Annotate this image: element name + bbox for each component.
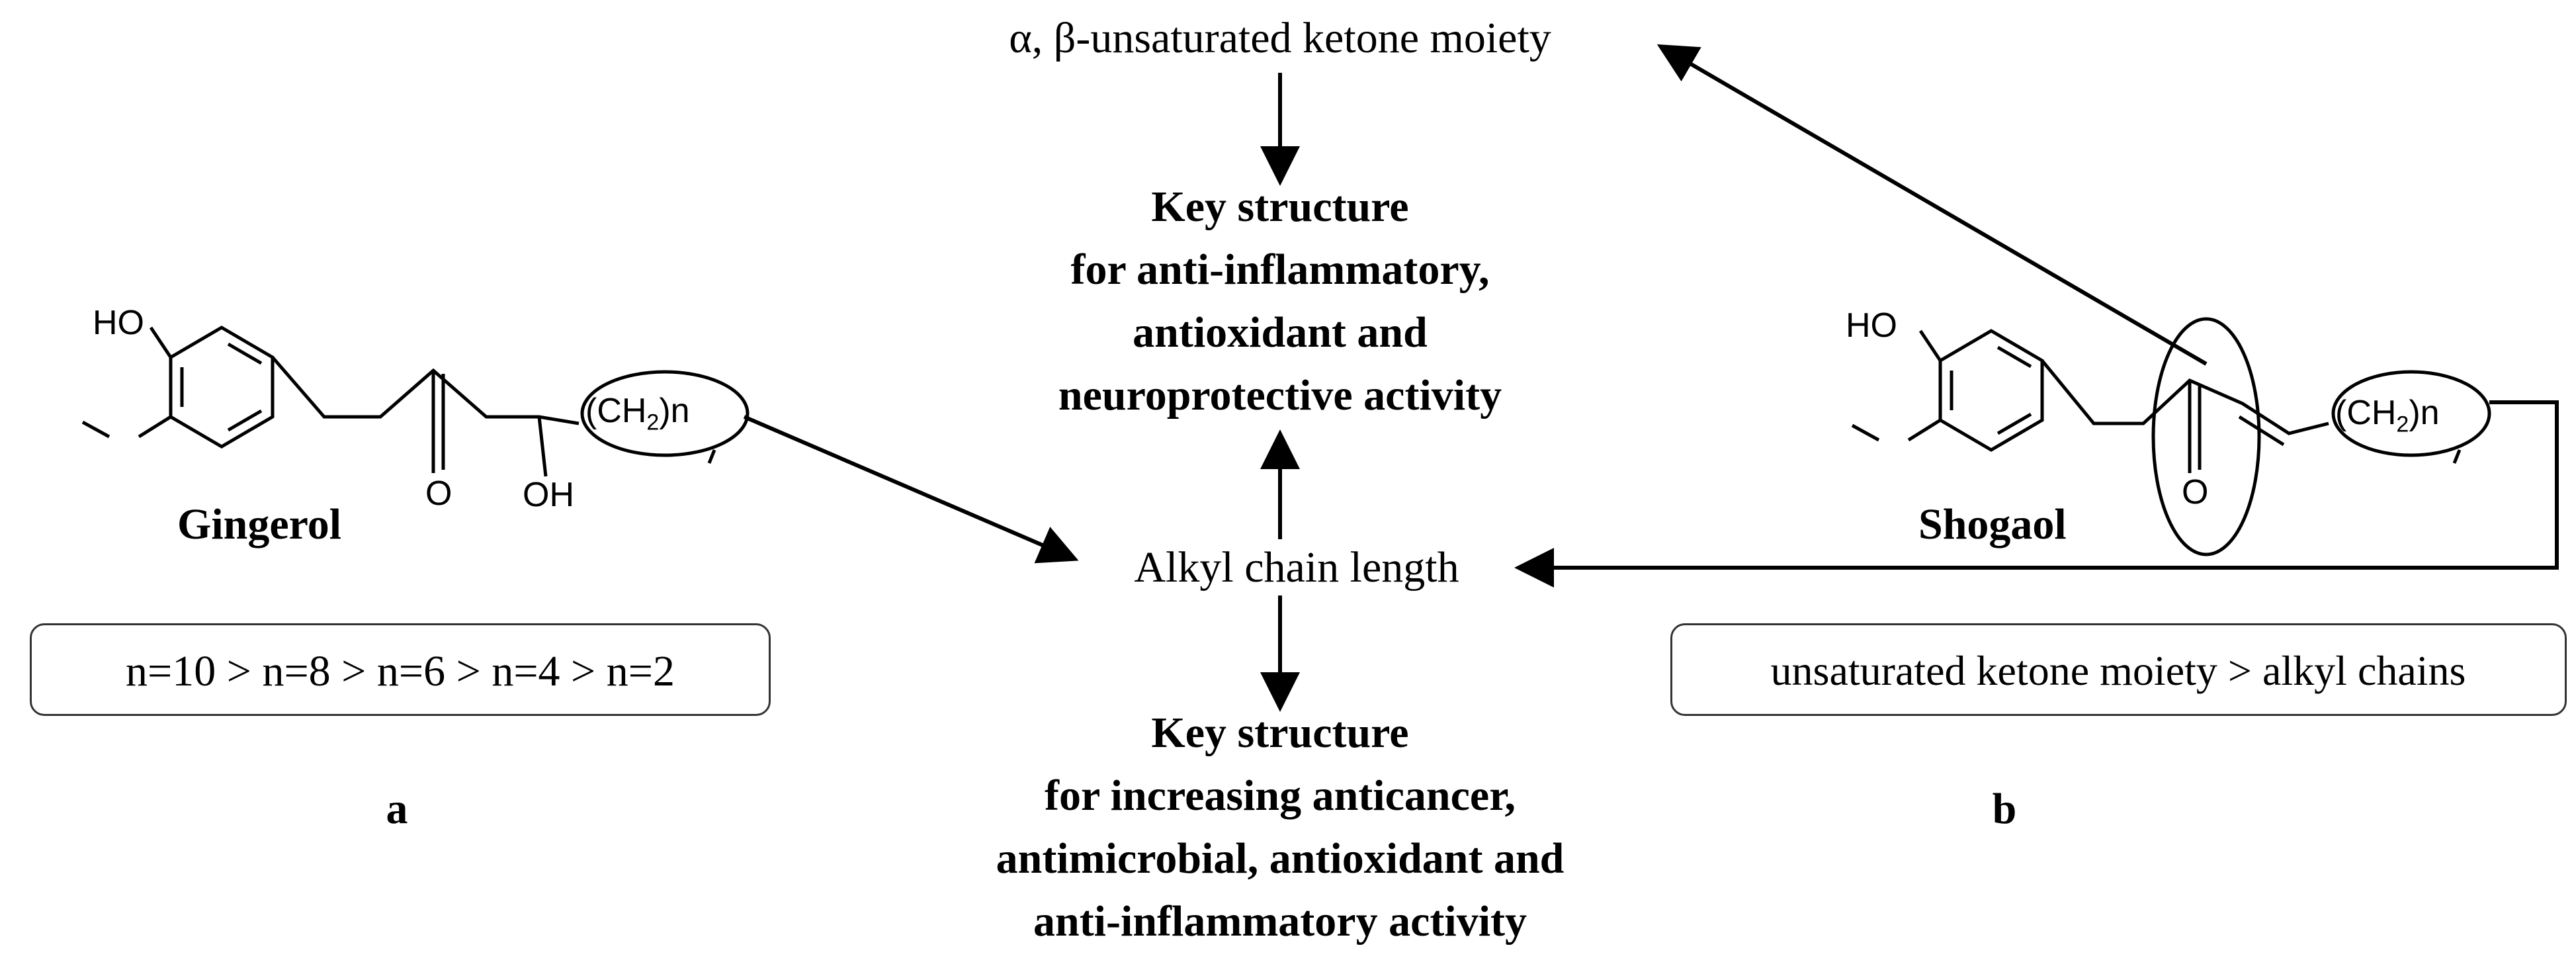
shogaol-ho-label: HO [1846, 306, 1897, 345]
gingerol-carbonyl-o: O [425, 474, 452, 513]
shogaol-structure [1851, 317, 2491, 556]
shogaol-order-text: unsaturated ketone moiety > alkyl chains [1770, 647, 2466, 694]
gingerol-order-text: n=10 > n=8 > n=6 > n=4 > n=2 [126, 647, 675, 695]
key-structure-bottom-line3: antimicrobial, antioxidant and [996, 834, 1565, 883]
arrow-gingerol-to-alkyl [743, 415, 1079, 564]
shogaol-methyl [1851, 423, 1880, 442]
key-structure-top-line2: for anti-inflammatory, [1070, 245, 1490, 294]
shogaol-alkyl-ellipse [2331, 370, 2491, 457]
shogaol-oh-bond [1918, 330, 1942, 362]
gingerol-order-box [30, 623, 771, 716]
panel-label-a: a [386, 785, 408, 833]
arrows [743, 44, 2559, 712]
shogaol-double-bond [2238, 415, 2285, 447]
gingerol-structure [81, 326, 750, 477]
key-structure-bottom-line4: anti-inflammatory activity [1033, 897, 1527, 946]
panel-label-b: b [1992, 785, 2017, 833]
gingerol-chain-label: (CH2)n [585, 392, 690, 435]
arrow-shogaol-to-ketone [1656, 44, 2208, 366]
key-structure-top-line3: antioxidant and [1133, 308, 1428, 357]
shogaol-name: Shogaol [1918, 500, 2067, 549]
gingerol-hydroxyl-bond [537, 416, 548, 477]
arrow-shogaol-chain-to-alkyl [1514, 400, 2559, 588]
shogaol-chain-label: (CH2)n [2335, 394, 2440, 437]
gingerol-chain [271, 356, 580, 425]
shogaol-benzene-ring [1938, 329, 2044, 452]
key-structure-top-line4: neuroprotective activity [1058, 371, 1502, 419]
gingerol-alkyl-ellipse [580, 370, 750, 457]
gingerol-ome-bond [138, 415, 172, 439]
shogaol-chain [2041, 359, 2329, 435]
key-structure-bottom-line1: Key structure [1151, 709, 1409, 757]
key-structure-bottom-line2: for increasing anticancer, [1045, 771, 1516, 820]
gingerol-methyl [81, 420, 110, 439]
shogaol-order-box [1670, 623, 2567, 716]
key-structure-top-line1: Key structure [1151, 183, 1409, 231]
gingerol-oh-bond [149, 326, 173, 359]
gingerol-benzene-ring [169, 326, 275, 449]
alkyl-chain-label: Alkyl chain length [1134, 543, 1459, 592]
shogaol-carbonyl-o: O [2182, 473, 2209, 511]
ketone-moiety-label: α, β-unsaturated ketone moiety [1009, 14, 1551, 62]
gingerol-oh-label: OH [523, 476, 574, 514]
shogaol-ketone-ellipse [2151, 317, 2261, 556]
gingerol-ho-label: HO [93, 304, 144, 342]
gingerol-name: Gingerol [177, 500, 342, 549]
shogaol-ome-bond [1907, 418, 1942, 442]
